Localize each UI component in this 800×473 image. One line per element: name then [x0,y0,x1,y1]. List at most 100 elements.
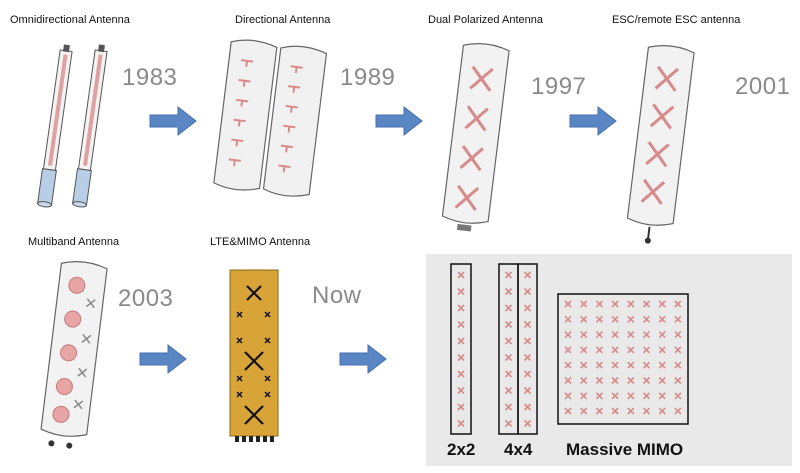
antenna-element [457,304,465,312]
antenna-element [627,300,635,308]
antenna-element [504,320,513,329]
antenna-element [457,320,465,329]
antenna-element [611,407,619,415]
antenna-element [457,353,465,362]
antenna-element [642,407,651,415]
antenna-element [580,392,588,400]
antenna-element [595,407,603,415]
antenna-element [564,392,572,400]
antenna-element [580,315,588,323]
antenna-element [523,304,532,312]
antenna-element [627,376,635,385]
mimo-arrays-illustration [450,263,689,435]
antenna-element [523,419,532,428]
antenna-element [674,300,682,308]
antenna-element [595,392,603,400]
antenna-element [523,287,532,296]
antenna-element [674,315,682,323]
antenna-element [580,407,588,415]
antenna-element [658,392,666,400]
array-frame [450,263,472,435]
antenna-element [457,287,465,296]
antenna-element [674,346,682,354]
antenna-element [457,271,465,279]
antenna-element [611,300,619,308]
antenna-element [658,300,666,308]
antenna-element [523,370,532,378]
stage-label-multiband: Multiband Antenna [28,236,120,248]
antenna-element [564,407,572,415]
omnidirectional-antenna-illustration [37,44,108,208]
antenna-element [627,361,635,369]
antenna-element [580,346,588,354]
antenna-element [674,376,682,385]
antenna-element [627,392,635,400]
arrow-right-icon [569,105,617,137]
antenna-element [564,346,572,354]
arrow-right-icon [149,105,197,137]
massive-mimo-array [557,293,689,425]
antenna-element [564,376,572,385]
antenna-element [595,331,603,339]
antenna-element [580,331,588,339]
lte-mimo-antenna-illustration [229,269,279,442]
antenna-element [564,315,572,323]
antenna-element [504,353,513,362]
stage-year-1997: 1997 [531,73,587,100]
stage-year-2001: 2001 [735,73,791,100]
antenna-element [504,419,513,428]
multiband-antenna-illustration [40,261,108,449]
antenna-element [595,300,603,308]
stage-year-1983: 1983 [122,64,178,91]
mimo-label-2x2: 2x2 [447,440,476,459]
antenna-element [627,331,635,339]
antenna-element [595,376,603,385]
antenna-element [658,361,666,369]
antenna-element [564,331,572,339]
stage-label-esc: ESC/remote ESC antenna [612,14,741,26]
mimo-2x2-array [450,263,472,435]
antenna-element [658,376,666,385]
antenna-element [674,361,682,369]
directional-antenna-illustration [213,39,328,197]
antenna-element [457,419,465,428]
antenna-element [457,337,465,345]
antenna-element [457,403,465,411]
antenna-element [642,331,651,339]
antenna-element [658,407,666,415]
antenna-element [642,346,651,354]
antenna-element [611,346,619,354]
antenna-element [523,403,532,411]
antenna-element [580,376,588,385]
stage-year-now: Now [312,282,362,309]
mimo-label-4x4: 4x4 [504,440,533,459]
antenna-element [580,361,588,369]
antenna-element [523,353,532,362]
esc-antenna-illustration [626,45,695,244]
antenna-element [658,315,666,323]
antenna-element [504,271,513,279]
stage-year-1989: 1989 [340,64,396,91]
antenna-element [674,392,682,400]
stage-year-2003: 2003 [118,285,174,312]
stage-label-directional: Directional Antenna [235,14,331,26]
antenna-element [523,386,532,395]
antenna-element [595,315,603,323]
antenna-element [642,300,651,308]
antenna-element [504,304,513,312]
stage-label-dual-polarized: Dual Polarized Antenna [428,14,543,26]
antenna-element [564,361,572,369]
antenna-element [674,331,682,339]
antenna-element [611,392,619,400]
antenna-element [523,337,532,345]
array-frame [557,293,689,425]
antenna-element [627,315,635,323]
mimo-configurations-panel [426,254,792,466]
antenna-element [674,407,682,415]
antenna-element [504,287,513,296]
antenna-element [504,403,513,411]
array-frame [498,263,519,435]
arrow-right-icon [375,105,423,137]
stage-label-lte-mimo: LTE&MIMO Antenna [210,236,311,248]
mimo-4x4-array [498,263,538,435]
